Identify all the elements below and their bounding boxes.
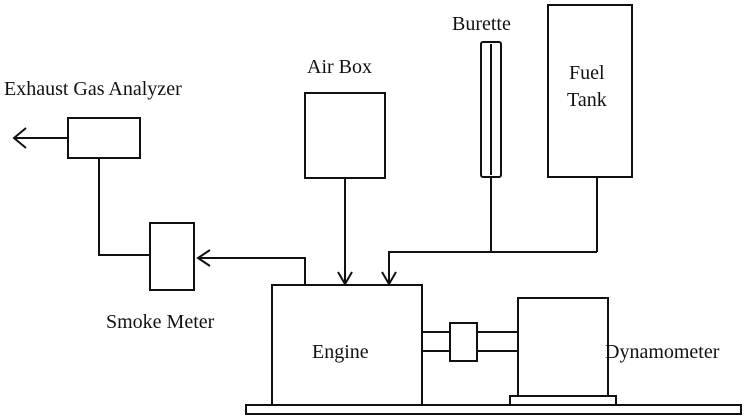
burette-label: Burette <box>452 13 511 35</box>
dynamometer-label: Dynamometer <box>605 341 720 363</box>
fuel-tank-label-line1: Fuel <box>569 62 605 84</box>
smoke-meter-label: Smoke Meter <box>106 311 215 333</box>
bed-plate <box>245 404 742 415</box>
exhaust-gas-analyzer-label: Exhaust Gas Analyzer <box>4 78 182 100</box>
exhaust-gas-analyzer-box <box>67 117 141 159</box>
shaft-coupling <box>449 322 478 362</box>
dynamometer-base <box>509 395 617 406</box>
engine-label: Engine <box>312 341 369 363</box>
dynamometer-box <box>517 297 609 397</box>
engine-box <box>271 284 423 406</box>
fuel-tank-label-line2: Tank <box>567 89 607 111</box>
fuel-feed-line <box>388 251 597 282</box>
smoke-meter-box <box>149 222 195 291</box>
exhaust-outlet-arrowhead <box>12 127 27 149</box>
analyzer-to-smoke-meter-line <box>98 158 150 256</box>
fuel-tank-box <box>547 4 633 178</box>
engine-to-smoke-meter-line <box>198 257 306 284</box>
smoke-meter-inlet-arrowhead <box>196 249 211 267</box>
air-box-label: Air Box <box>307 56 372 78</box>
air-box <box>304 92 386 179</box>
